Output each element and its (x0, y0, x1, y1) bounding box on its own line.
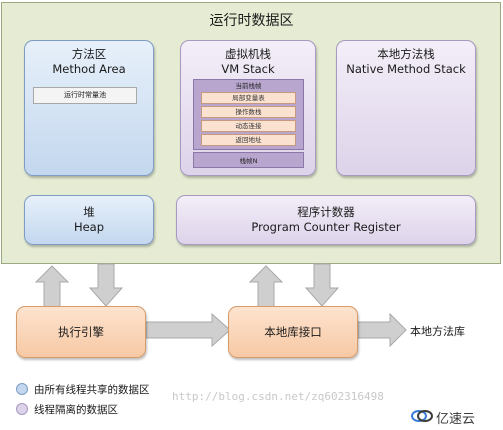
legend-shared-label: 由所有线程共享的数据区 (34, 384, 150, 396)
arrow-down-interface (304, 263, 340, 307)
yisu-cloud-logo-text: 亿速云 (436, 412, 476, 427)
yisu-cloud-logo-icon (411, 410, 433, 422)
legend-shared-swatch (16, 383, 28, 395)
method-area-title-en: Method Area (52, 62, 126, 76)
native-interface-box: 本地库接口 (228, 306, 358, 358)
vm-stack-title-cn: 虚拟机栈 (225, 47, 271, 61)
execution-engine-box: 执行引擎 (16, 306, 146, 358)
heap-box: 堆 Heap (24, 195, 154, 245)
operand-stack: 操作数栈 (201, 106, 296, 118)
method-area-title-cn: 方法区 (71, 47, 107, 61)
arrow-down-engine (88, 263, 124, 307)
native-method-stack-box: 本地方法栈 Native Method Stack (336, 40, 476, 176)
heap-title-cn: 堆 (83, 205, 95, 219)
vm-stack-title-en: VM Stack (221, 62, 275, 76)
program-counter-register-box: 程序计数器 Program Counter Register (176, 195, 476, 245)
heap-title-en: Heap (73, 220, 105, 234)
stack-frame-n (193, 152, 304, 168)
current-frame-title: 当前栈帧 (235, 82, 262, 90)
watermark-url: http://blog.csdn.net/zq602316498 (172, 390, 384, 403)
arrow-up-engine (34, 265, 70, 309)
arrow-up-interface (248, 265, 284, 309)
local-variable-table: 局部变量表 (201, 92, 296, 104)
arrow-right-interface-to-library (357, 312, 407, 348)
return-address: 返回地址 (201, 134, 296, 146)
pc-register-title-cn: 程序计数器 (297, 205, 355, 219)
dynamic-linking: 动态连接 (201, 120, 296, 132)
legend-isolated-swatch (16, 403, 28, 415)
runtime-constant-pool: 运行时常量池 (33, 87, 137, 104)
native-stack-title-cn: 本地方法栈 (377, 47, 435, 61)
native-method-library-label: 本地方法库 (410, 325, 465, 338)
runtime-area-title: 运行时数据区 (209, 13, 294, 29)
arrow-right-engine-to-interface (145, 312, 231, 348)
method-area-box: 方法区 Method Area (24, 40, 154, 176)
stack-frame-n-label: 栈帧N (239, 157, 258, 165)
legend-isolated-label: 线程隔离的数据区 (34, 404, 118, 416)
pc-register-title-en: Program Counter Register (251, 220, 401, 234)
native-stack-title-en: Native Method Stack (346, 62, 466, 76)
